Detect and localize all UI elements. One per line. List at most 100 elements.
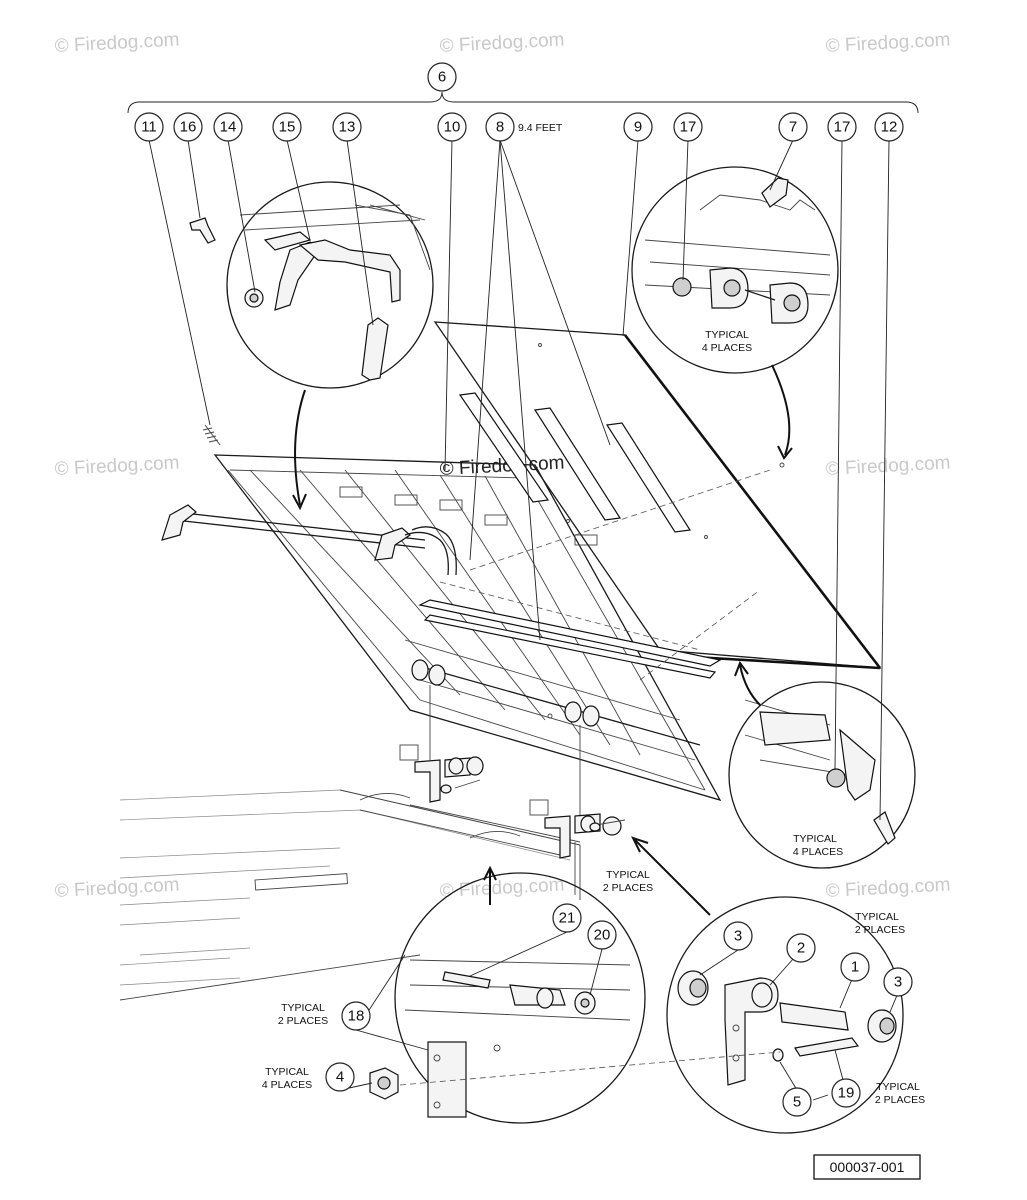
svg-text:11: 11 [141,119,157,136]
callouts: 6 11 16 14 15 13 10 8 9 17 7 17 12 2 1 20… [134,62,913,1117]
callout-17-right: 17 [827,112,857,142]
callout-17-top: 17 [673,112,703,142]
svg-text:18: 18 [348,1008,365,1025]
svg-text:4 PLACES: 4 PLACES [793,846,843,858]
svg-text:3: 3 [894,974,902,991]
spring [204,424,221,446]
svg-text:13: 13 [339,119,356,136]
svg-text:2 PLACES: 2 PLACES [278,1015,328,1027]
callout-15: 15 [272,112,302,142]
callout-8: 8 [485,112,515,142]
svg-text:9: 9 [634,119,642,136]
callout-1: 1 [840,952,870,982]
watermark-mid-right: © Firedog.com [825,452,951,480]
svg-text:3: 3 [734,928,742,945]
detail-corner [728,681,916,869]
pin-1 [779,1002,849,1031]
detail-hinge-pin [631,166,839,374]
bolt-19 [794,1037,860,1057]
callout-16: 16 [173,112,203,142]
callout-9: 9 [623,112,653,142]
watermark-top-left: © Firedog.com [54,29,180,57]
right-latch [374,527,411,561]
svg-text:14: 14 [220,119,237,136]
grip [361,317,389,381]
standalone-parts [369,1041,781,1118]
svg-text:2 PLACES: 2 PLACES [875,1094,925,1106]
svg-text:10: 10 [444,119,461,136]
callout-4: 4 [325,1062,355,1092]
svg-text:4 PLACES: 4 PLACES [702,342,752,354]
tailgate-panel [418,321,882,719]
svg-text:4 PLACES: 4 PLACES [262,1079,312,1091]
callout-19: 19 [831,1078,861,1108]
cargo-bed [119,789,581,1001]
slot-3 [605,422,692,533]
note-typical-2-places-center: TYPICAL [606,869,650,881]
svg-text:2 PLACES: 2 PLACES [603,882,653,894]
svg-text:19: 19 [838,1085,855,1102]
notes: 9.4 FEET TYPICAL 4 PLACES TYPICAL 4 PLAC… [262,122,925,1106]
left-latch [161,504,197,541]
watermark-mid-left: © Firedog.com [54,452,180,480]
note-typical-2-places-left: TYPICAL [281,1002,325,1014]
callout-3-right: 3 [883,967,913,997]
callout-6: 6 [427,62,457,92]
watermark-top-center: © Firedog.com [439,29,565,57]
slot-2 [533,407,622,521]
watermark-low-left: © Firedog.com [54,874,180,902]
svg-text:2 PLACES: 2 PLACES [855,924,905,936]
callout-14: 14 [213,112,243,142]
callout-13: 13 [332,112,362,142]
figure-id: 000037-001 [813,1154,921,1180]
washer-5 [772,1048,784,1062]
bolt-12 [873,811,896,845]
note-typical-4-places-upper: TYPICAL [705,329,749,341]
watermark-low-right: © Firedog.com [825,874,951,902]
svg-text:17: 17 [680,119,697,136]
svg-text:15: 15 [279,119,296,136]
leader-lines [148,139,899,1101]
svg-text:6: 6 [438,69,446,86]
watermarks: © Firedog.com © Firedog.com © Firedog.co… [54,29,951,902]
svg-text:16: 16 [180,119,197,136]
note-typical-2-places-bottom: TYPICAL [876,1081,920,1093]
svg-text:1: 1 [851,959,859,976]
assembly-brace [127,91,919,114]
watermark-low-center: © Firedog.com [439,874,565,902]
detail-arrows [292,364,793,916]
figure-id-label: 000037-001 [830,1159,905,1175]
svg-text:20: 20 [594,927,611,944]
callout-5: 5 [782,1087,812,1117]
callout-11: 11 [134,112,164,142]
svg-text:4: 4 [336,1069,344,1086]
svg-text:8: 8 [496,119,504,136]
tailgate-frame [213,454,722,802]
detail-hinge-exploded [666,896,904,1134]
callout-12: 12 [874,112,904,142]
note-9-4-feet: 9.4 FEET [518,122,563,134]
watermark-top-right: © Firedog.com [825,29,951,57]
callout-10: 10 [437,112,467,142]
bolt-21 [442,971,491,989]
note-typical-4-places-left: TYPICAL [265,1066,309,1078]
detail-latch [189,181,434,389]
callout-20: 20 [587,920,617,950]
svg-text:5: 5 [793,1094,801,1111]
svg-text:2: 2 [797,940,805,957]
callout-3-left: 3 [723,921,753,951]
svg-text:17: 17 [834,119,851,136]
svg-text:7: 7 [789,119,797,136]
svg-text:12: 12 [881,119,898,136]
bolt-7 [761,177,789,208]
bolt-16 [189,217,216,244]
callout-18: 18 [341,1001,371,1031]
slot-1 [458,392,550,503]
note-typical-4-places-corner: TYPICAL [793,833,837,845]
callout-2: 2 [786,933,816,963]
detail-pivot [394,872,646,1124]
hinge-brackets [399,659,626,859]
callout-7: 7 [778,112,808,142]
latch-rod-assembly [161,424,457,576]
